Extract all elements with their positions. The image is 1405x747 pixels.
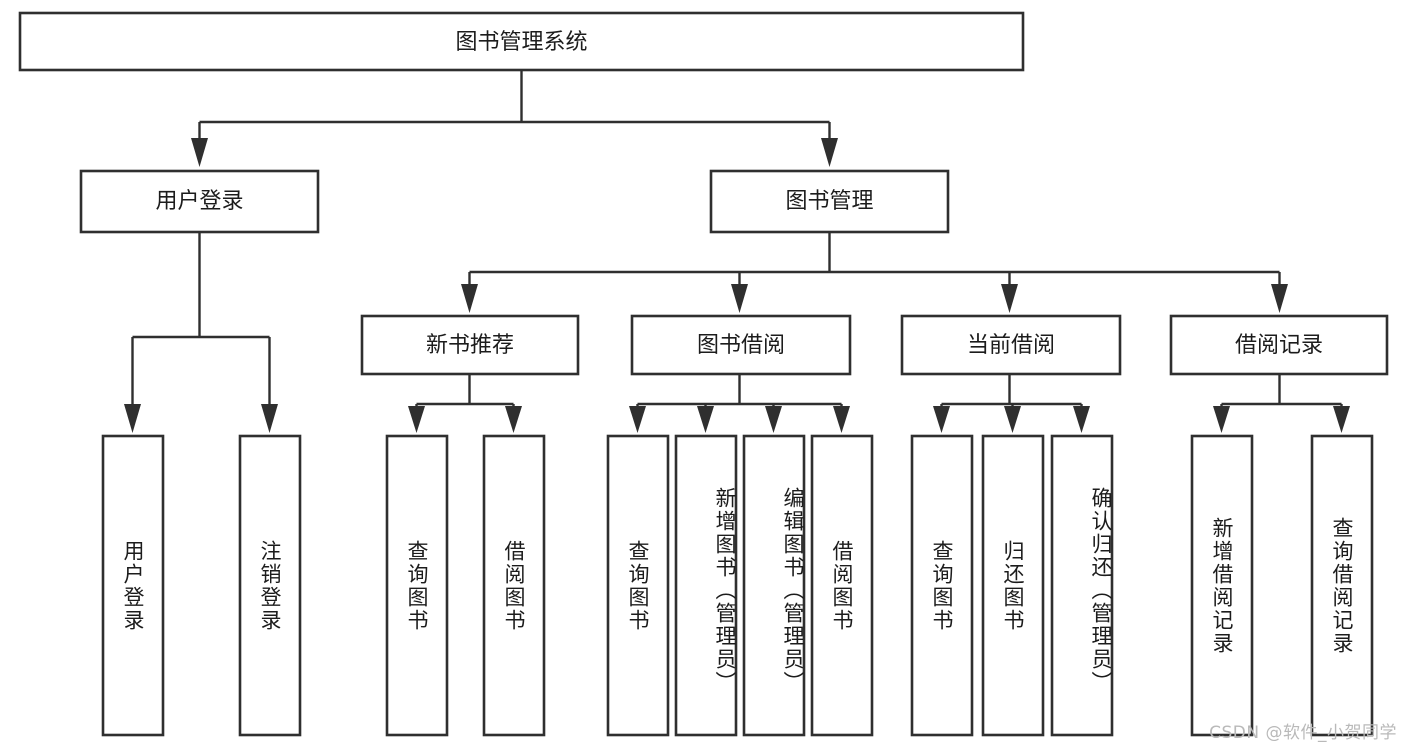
arrow-head-icon	[505, 406, 522, 433]
node-leaf-return-book[interactable]	[981, 434, 1045, 737]
arrow-head-icon	[124, 404, 141, 433]
arrow-head-icon	[191, 138, 208, 167]
node-leaf-add-book-admin-label: 新增图书（管理员）	[713, 487, 737, 694]
node-leaf-user-login[interactable]	[101, 434, 165, 737]
node-leaf-borrow-book-bb[interactable]	[810, 434, 874, 737]
node-leaf-query-book-nb-label: 查询图书	[405, 539, 430, 632]
node-leaf-return-book-label: 归还图书	[1001, 539, 1026, 632]
node-borrow-record-label: 借阅记录	[1235, 333, 1323, 358]
node-leaf-borrow-book-nb-label: 借阅图书	[502, 539, 527, 632]
node-book-borrow[interactable]	[630, 314, 852, 376]
node-leaf-borrow-book-nb[interactable]	[482, 434, 546, 737]
node-leaf-confirm-return-admin[interactable]	[1050, 434, 1114, 737]
arrow-head-icon	[833, 406, 850, 433]
arrow-head-icon	[261, 404, 278, 433]
node-current-borrow[interactable]	[900, 314, 1122, 376]
node-leaf-query-book-cb[interactable]	[910, 434, 974, 737]
node-leaf-add-book-admin[interactable]	[674, 434, 738, 737]
connector-group-newbook	[408, 374, 522, 433]
arrow-head-icon	[1213, 406, 1230, 433]
arrow-head-icon	[461, 284, 478, 313]
arrow-head-icon	[933, 406, 950, 433]
node-leaf-add-borrow-record-label: 新增借阅记录	[1210, 516, 1235, 655]
node-leaf-query-borrow-record-label: 查询借阅记录	[1330, 516, 1355, 655]
arrow-head-icon	[821, 138, 838, 167]
node-leaf-query-book-nb[interactable]	[385, 434, 449, 737]
arrow-head-icon	[1073, 406, 1090, 433]
node-leaf-confirm-return-admin-label: 确认归还（管理员）	[1089, 487, 1113, 694]
node-root-label: 图书管理系统	[455, 30, 587, 55]
connector-group-book-mgmt	[461, 232, 1288, 313]
node-new-book-recommend-label: 新书推荐	[426, 333, 514, 358]
node-leaf-edit-book-admin[interactable]	[742, 434, 806, 737]
node-borrow-record[interactable]	[1169, 314, 1389, 376]
arrow-head-icon	[765, 406, 782, 433]
node-user-login-label: 用户登录	[155, 189, 243, 214]
arrow-head-icon	[1004, 406, 1021, 433]
arrow-head-icon	[697, 406, 714, 433]
node-leaf-edit-book-admin-label: 编辑图书（管理员）	[781, 487, 805, 694]
node-leaf-query-book-cb-label: 查询图书	[930, 539, 955, 632]
connector-group-root	[191, 70, 838, 167]
arrow-head-icon	[1271, 284, 1288, 313]
arrow-head-icon	[731, 284, 748, 313]
node-book-management[interactable]	[709, 169, 950, 234]
node-leaf-logout[interactable]	[238, 434, 302, 737]
node-new-book-recommend[interactable]	[360, 314, 580, 376]
node-root-book-system[interactable]	[18, 11, 1025, 72]
node-user-login[interactable]	[79, 169, 320, 234]
node-leaf-borrow-book-bb-label: 借阅图书	[830, 539, 855, 632]
arrow-head-icon	[1001, 284, 1018, 313]
node-leaf-add-borrow-record[interactable]	[1190, 434, 1254, 737]
arrow-head-icon	[629, 406, 646, 433]
node-book-management-label: 图书管理	[785, 189, 873, 214]
connector-group-user-login	[124, 232, 278, 433]
connector-group-record	[1213, 374, 1350, 433]
connector-group-borrow	[629, 374, 850, 433]
node-leaf-user-login-label: 用户登录	[121, 539, 146, 632]
node-leaf-query-book-bb[interactable]	[606, 434, 670, 737]
connector-group-current	[933, 374, 1090, 433]
node-leaf-query-borrow-record[interactable]	[1310, 434, 1374, 737]
node-current-borrow-label: 当前借阅	[967, 333, 1055, 358]
node-leaf-logout-label: 注销登录	[258, 539, 283, 632]
node-book-borrow-label: 图书借阅	[697, 333, 785, 358]
node-leaf-query-book-bb-label: 查询图书	[626, 539, 651, 632]
watermark-text: CSDN @软件_小贺同学	[1209, 723, 1397, 743]
arrow-head-icon	[408, 406, 425, 433]
arrow-head-icon	[1333, 406, 1350, 433]
